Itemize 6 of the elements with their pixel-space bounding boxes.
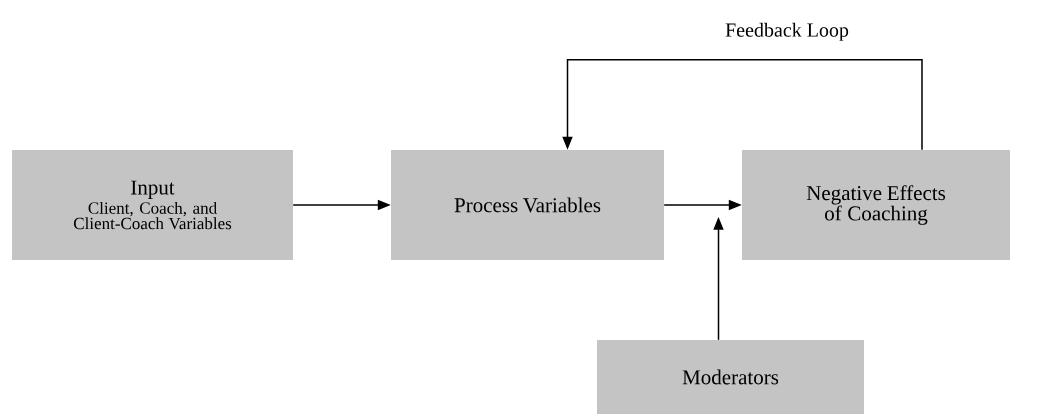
process-box: Process Variables xyxy=(391,150,664,260)
process-box: Negative Effects of Coaching xyxy=(742,150,1010,260)
process-box: Input Client, Coach, and Client-Coach Variables xyxy=(12,150,293,260)
process-box: Moderators xyxy=(597,340,864,414)
arrow xyxy=(562,59,923,151)
edge-label: Feedback Loop xyxy=(725,22,849,41)
